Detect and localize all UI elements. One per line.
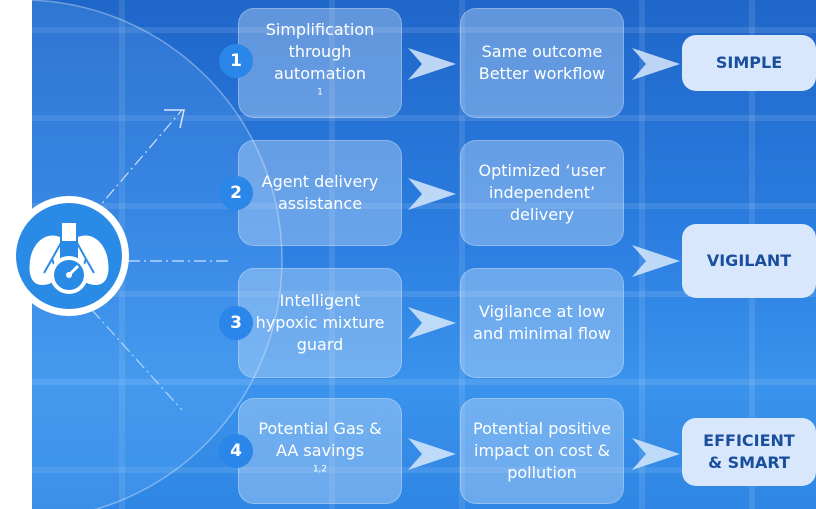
chevron-right-icon	[408, 178, 456, 210]
step-number-badge-3: 3	[219, 306, 253, 340]
outcome-box-4: Potential positive impact on cost & poll…	[460, 398, 624, 504]
lungs-gauge-icon	[9, 196, 129, 316]
result-box-vigilant: VIGILANT	[682, 224, 816, 298]
chevron-right-icon	[408, 307, 456, 339]
outcome-box-3: Vigilance at low and minimal flow	[460, 268, 624, 378]
outcome-box-2: Optimized ‘user independent’ delivery	[460, 140, 624, 246]
chevron-right-icon	[632, 245, 680, 277]
chevron-right-icon	[632, 48, 680, 80]
chevron-right-icon	[408, 48, 456, 80]
chevron-right-icon	[632, 438, 680, 470]
outcome-box-1: Same outcome Better workflow	[460, 8, 624, 118]
result-box-simple: SIMPLE	[682, 35, 816, 91]
feature-box-2: Agent delivery assistance	[238, 140, 402, 246]
result-box-efficient-smart: EFFICIENT & SMART	[682, 418, 816, 486]
chevron-right-icon	[408, 438, 456, 470]
step-number-badge-4: 4	[219, 434, 253, 468]
step-number-badge-2: 2	[219, 176, 253, 210]
feature-box-3: Intelligent hypoxic mixture guard	[238, 268, 402, 378]
step-number-badge-1: 1	[219, 44, 253, 78]
